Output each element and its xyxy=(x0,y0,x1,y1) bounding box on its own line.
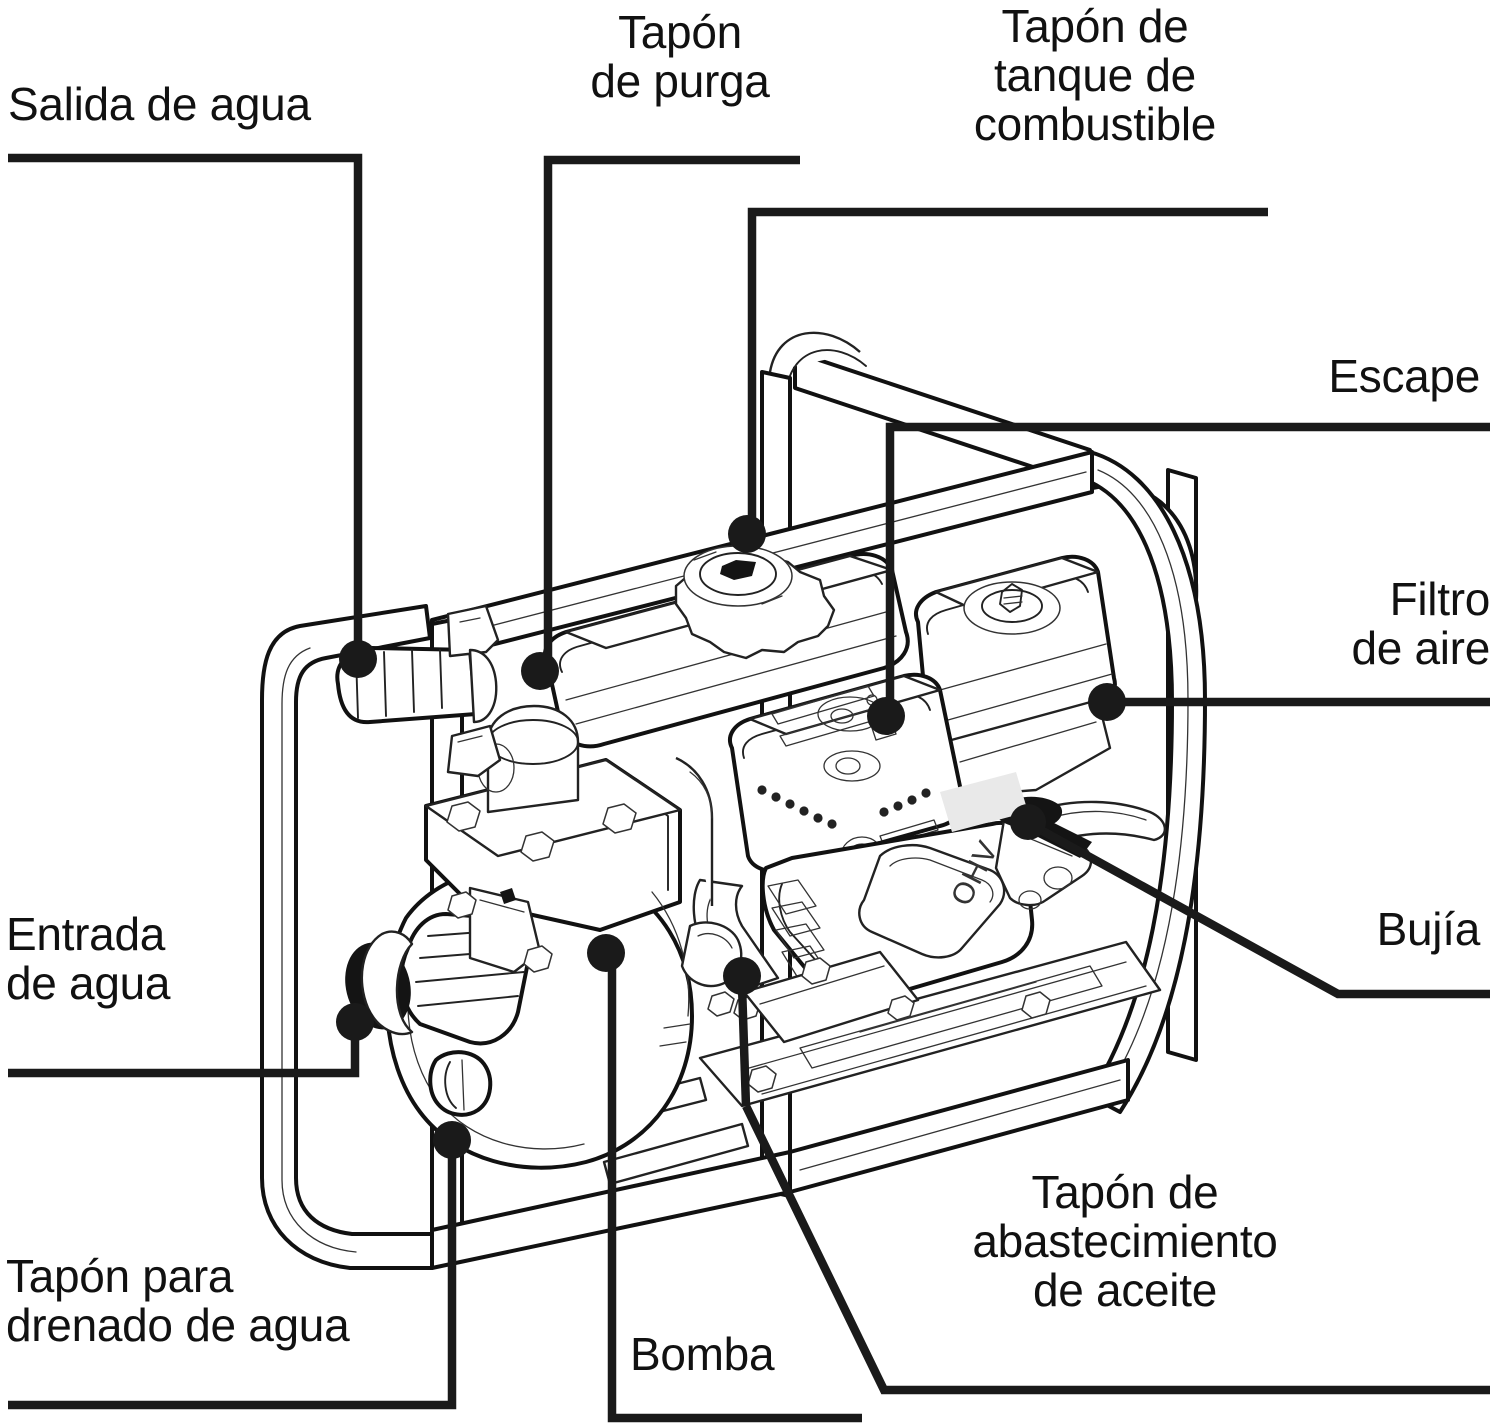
label-tapon-abast-aceite: Tapón de abastecimiento de aceite xyxy=(972,1166,1278,1316)
leader-tapon-tanque-combustible xyxy=(728,207,1268,553)
label-bomba: Bomba xyxy=(630,1328,775,1380)
label-escape: Escape xyxy=(1328,350,1480,402)
leader-filtro-de-aire xyxy=(1088,683,1490,721)
label-entrada-de-agua: Entrada de agua xyxy=(6,908,171,1009)
air-filter-housing xyxy=(914,554,1117,798)
leader-tapon-de-purga xyxy=(521,155,800,690)
leader-escape xyxy=(867,422,1490,735)
label-tapon-drenado-agua: Tapón para drenado de agua xyxy=(6,1250,350,1351)
leader-entrada-de-agua xyxy=(8,1003,374,1078)
roll-cage-frame xyxy=(260,331,1207,1270)
label-salida-de-agua: Salida de agua xyxy=(8,78,311,130)
fuel-tank xyxy=(542,545,910,749)
pump-flange-bolts xyxy=(446,801,637,862)
water-inlet xyxy=(345,886,553,1046)
leader-tapon-abast-aceite xyxy=(723,957,1490,1395)
label-bujia: Bujía xyxy=(1376,903,1481,955)
leader-tapon-drenado-agua xyxy=(8,1121,471,1410)
label-tapon-tanque-combustible: Tapón de tanque de combustible xyxy=(973,0,1217,150)
leader-bujia xyxy=(1010,804,1490,999)
water-drain-plug xyxy=(428,1050,493,1117)
ohv-valve-cover: OHV xyxy=(858,836,1006,959)
muffler-perforations xyxy=(757,785,931,829)
label-filtro-de-aire: Filtro de aire xyxy=(1351,573,1490,674)
callout-leaders xyxy=(8,153,1490,1423)
label-tapon-de-purga: Tapón de purga xyxy=(590,6,770,107)
machine-illustration: OHV xyxy=(260,331,1207,1270)
leader-salida-de-agua xyxy=(8,153,377,678)
cooling-fins xyxy=(767,879,827,979)
leader-bomba xyxy=(587,934,862,1423)
fuel-tank-cap xyxy=(674,545,836,660)
